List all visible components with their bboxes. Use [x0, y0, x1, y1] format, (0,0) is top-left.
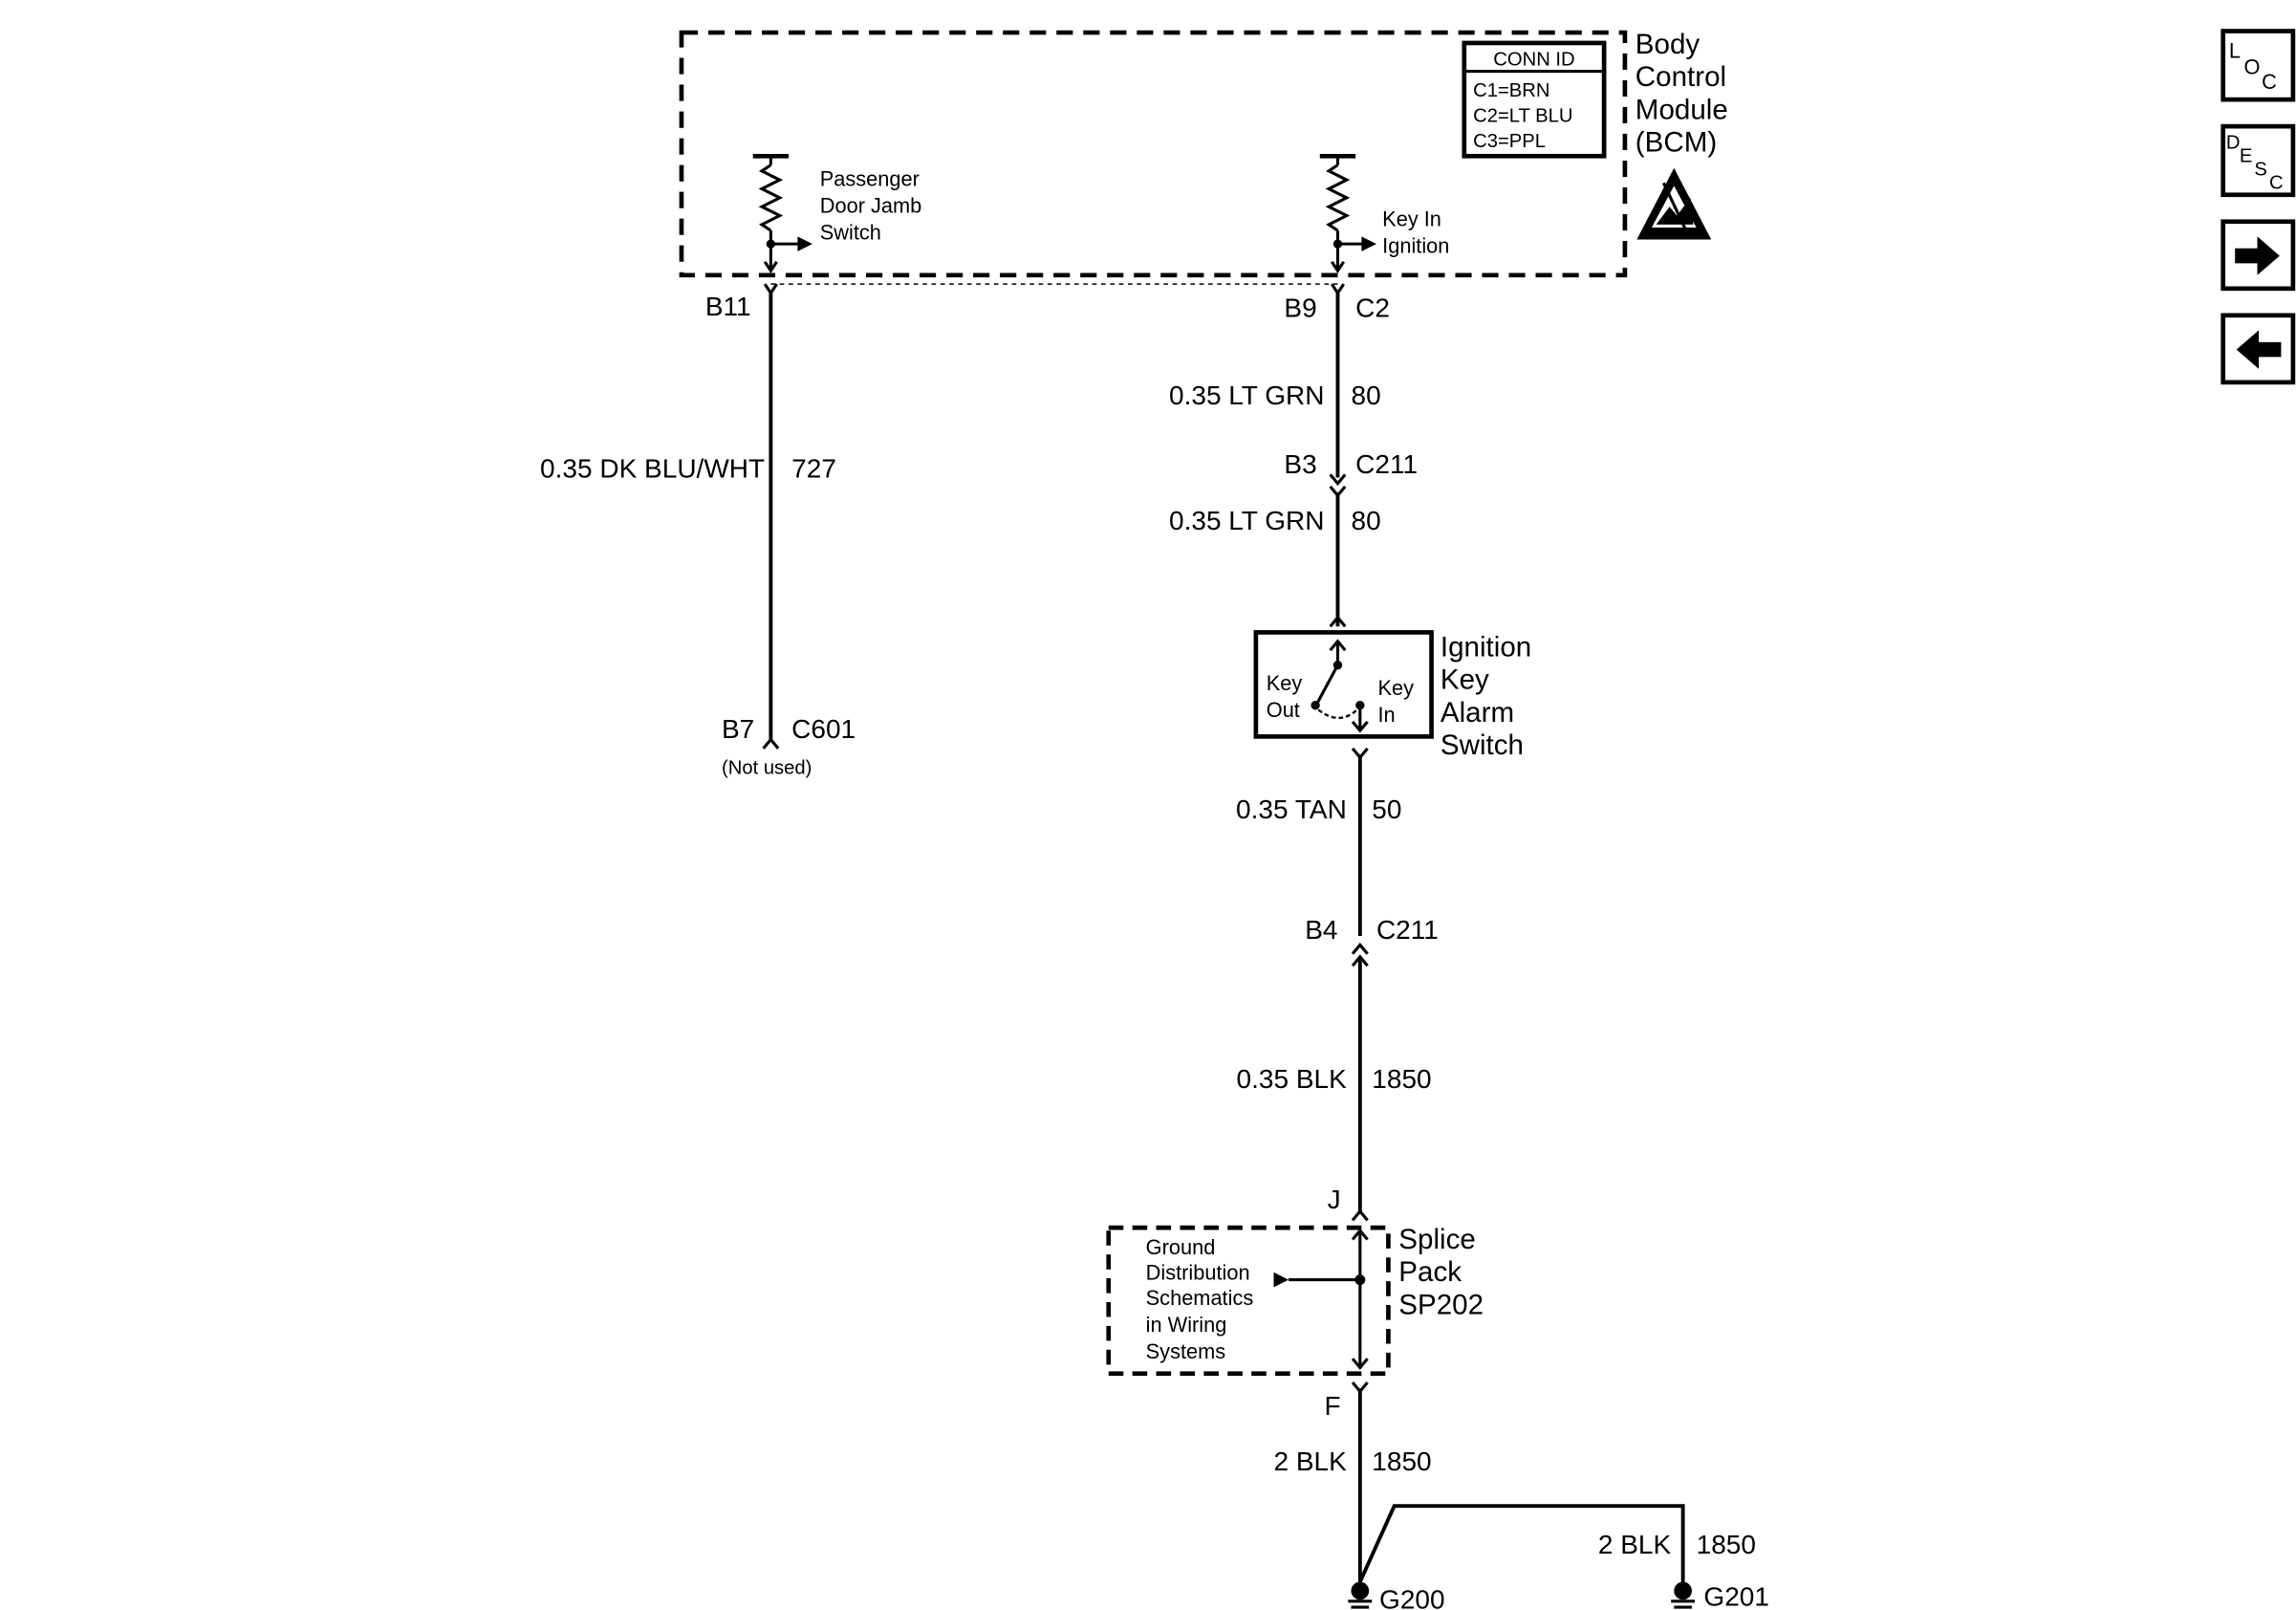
wire-1850-g201-label: 2 BLK: [1598, 1530, 1672, 1559]
bcm-title-line1: Body: [1635, 29, 1700, 60]
loc-button[interactable]: L O C: [2220, 29, 2296, 102]
splice-pin-f: F: [1324, 1391, 1340, 1421]
wire-50-number: 50: [1372, 794, 1401, 824]
pin-b9: B9: [1284, 293, 1316, 322]
pin-b11: B11: [705, 292, 751, 321]
wire-727-number: 727: [791, 454, 836, 484]
pin-b3: B3: [1284, 449, 1316, 479]
wire-80-lower-number: 80: [1351, 506, 1380, 535]
passenger-switch-line1: Passenger: [820, 166, 920, 190]
splice-pack-title-line2: Pack: [1398, 1256, 1462, 1288]
ground-icon: [1348, 1599, 1373, 1609]
passenger-door-jamb-switch: Passenger Door Jamb Switch: [752, 153, 922, 273]
connector-terminal-icon: [1351, 942, 1369, 955]
splice-pack-sp202: J Ground Distribution Schematics in Wiri…: [1106, 1185, 1484, 1421]
wire-1850-lower-label: 2 BLK: [1273, 1447, 1347, 1476]
splice-pack-title-line1: Splice: [1398, 1224, 1476, 1255]
right-circuit: B9 C2 0.35 LT GRN 80 B3 C211 0.35 LT GRN…: [1106, 283, 1769, 1610]
splice-ref-line2: Distribution: [1146, 1261, 1250, 1285]
splice-ref-line4: in Wiring: [1146, 1313, 1227, 1337]
key-out-line2: Out: [1267, 698, 1300, 722]
connector-c211-bottom: C211: [1376, 915, 1439, 945]
connector-c2: C2: [1355, 293, 1390, 322]
key-out-line1: Key: [1267, 671, 1303, 695]
wire-1850-upper-label: 0.35 BLK: [1237, 1064, 1348, 1094]
ignition-switch-title-line1: Ignition: [1440, 631, 1531, 663]
ignition-switch-title-line4: Switch: [1440, 729, 1524, 761]
wire-80-lower-label: 0.35 LT GRN: [1169, 506, 1324, 535]
esd-warning-icon: [1636, 167, 1712, 240]
next-button[interactable]: [2220, 219, 2296, 292]
conn-id-c1: C1=BRN: [1473, 80, 1549, 101]
connector-c601: C601: [791, 714, 856, 744]
key-in-ignition-input: Key In Ignition: [1319, 153, 1449, 273]
loc-letter-o: O: [2244, 55, 2261, 79]
key-in-switch-line2: Ignition: [1382, 233, 1449, 257]
not-used-note: (Not used): [722, 757, 812, 778]
conn-id-header: CONN ID: [1493, 49, 1574, 70]
bcm-title-line3: Module: [1635, 94, 1728, 125]
desc-letter-c: C: [2269, 173, 2284, 194]
splice-pin-j: J: [1328, 1185, 1341, 1214]
bcm-title-line4: (BCM): [1635, 127, 1717, 159]
connector-terminal-icon: [1329, 473, 1347, 487]
wire-50-label: 0.35 TAN: [1236, 794, 1347, 824]
bcm-dashed-border: [679, 30, 1628, 278]
wire-1850-lower-number: 1850: [1372, 1447, 1431, 1476]
wire-80-upper-number: 80: [1351, 381, 1380, 410]
desc-letter-s: S: [2254, 160, 2266, 181]
wire-80-upper-label: 0.35 LT GRN: [1169, 381, 1324, 410]
key-in-line2: In: [1378, 703, 1396, 727]
passenger-switch-line2: Door Jamb: [820, 193, 922, 217]
switch-blade: [1315, 664, 1339, 705]
conn-id-box: CONN ID C1=BRN C2=LT BLU C3=PPL: [1462, 40, 1607, 159]
left-circuit-727: B11 0.35 DK BLU/WHT 727 B7 C601 (Not use…: [540, 283, 856, 778]
signal-arrow-icon: [1361, 236, 1376, 251]
signal-arrow-icon: [797, 236, 812, 251]
ground-g200: G200: [1348, 1581, 1445, 1610]
reference-arrow-icon: [1273, 1272, 1289, 1288]
bcm-title-line2: Control: [1635, 61, 1726, 93]
ignition-key-alarm-switch: Key Out Key In Ignition Key Alarm Switch: [1253, 615, 1531, 761]
ignition-switch-title-line2: Key: [1440, 664, 1489, 696]
bcm-module: Body Control Module (BCM) CONN ID C1=BRN…: [679, 29, 1728, 285]
key-in-switch-line1: Key In: [1382, 207, 1441, 230]
previous-button[interactable]: [2220, 313, 2296, 385]
ignition-switch-title-line3: Alarm: [1440, 697, 1514, 729]
wire-1850-upper-number: 1850: [1372, 1064, 1431, 1094]
splice-ref-line1: Ground: [1146, 1235, 1216, 1259]
wire-1850-g201: [1358, 1504, 1685, 1585]
conn-id-c3: C3=PPL: [1473, 131, 1546, 152]
ground-g201-label: G201: [1703, 1582, 1769, 1610]
key-in-line1: Key: [1378, 676, 1415, 700]
pull-up-resistor-icon: [1325, 163, 1351, 232]
loc-letter-l: L: [2229, 39, 2241, 63]
splice-pack-title-line3: SP202: [1398, 1289, 1484, 1320]
connector-c211-top: C211: [1355, 449, 1418, 479]
desc-letter-e: E: [2240, 146, 2252, 167]
ground-g201: G201: [1671, 1582, 1769, 1610]
splice-ref-line3: Schematics: [1146, 1286, 1254, 1310]
desc-button[interactable]: D E S C: [2220, 123, 2296, 198]
loc-letter-c: C: [2262, 70, 2277, 94]
wire-1850-g201-number: 1850: [1697, 1530, 1756, 1559]
splice-ref-line5: Systems: [1146, 1339, 1226, 1363]
ground-icon: [1671, 1599, 1696, 1609]
pin-b4: B4: [1305, 915, 1337, 945]
connector-terminal-icon: [762, 737, 780, 750]
pin-b7: B7: [722, 714, 754, 744]
passenger-switch-line3: Switch: [820, 220, 881, 244]
desc-letter-d: D: [2226, 132, 2241, 153]
ground-g200-label: G200: [1379, 1585, 1445, 1610]
conn-id-c2: C2=LT BLU: [1473, 105, 1572, 126]
pull-up-resistor-icon: [758, 163, 784, 232]
wire-727-label: 0.35 DK BLU/WHT: [540, 454, 765, 484]
